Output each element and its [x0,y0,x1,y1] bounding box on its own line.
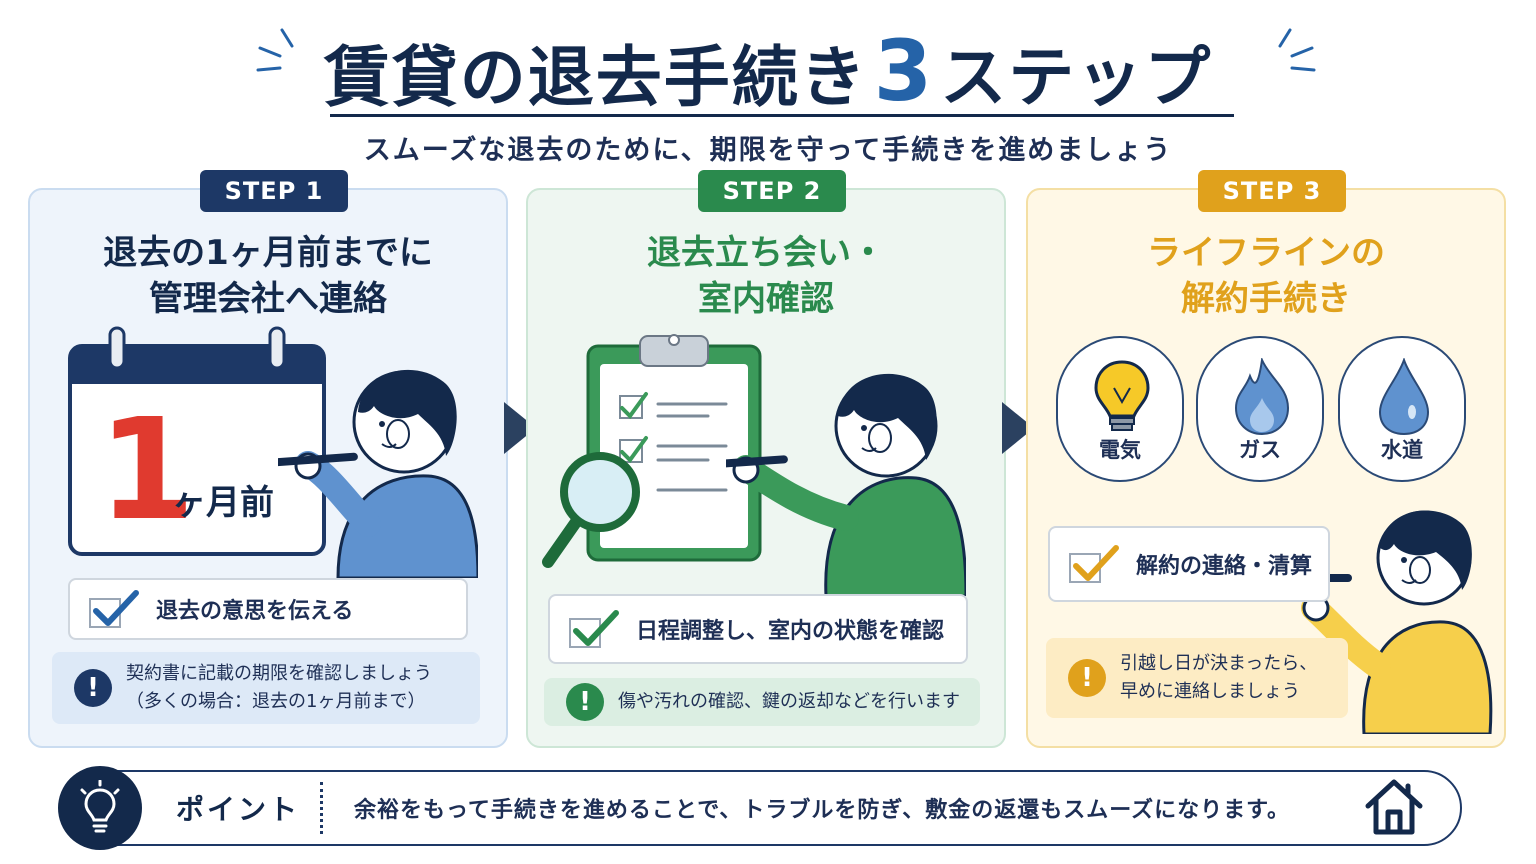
step-3-heading: ライフラインの 解約手続き [1028,230,1504,322]
utility-label-water: 水道 [1381,438,1423,462]
person-writing-illustration [278,369,478,578]
utility-label-electricity: 電気 [1099,438,1141,462]
step-1-note: ! 契約書に記載の期限を確認しましょう （多くの場合：退去の1ヶ月前まで） [52,652,480,724]
step-1-checklist-item: 退去の意思を伝える [68,578,468,640]
step-2-check-label: 日程調整し、室内の状態を確認 [636,619,945,644]
step-2-card: STEP 2 退去立ち会い・ 室内確認 [526,170,1006,748]
step-1-card: STEP 1 退去の1ヶ月前までに 管理会社へ連絡 1 ヶ月前 退去の意思を伝え… [28,170,508,748]
lightbulb-icon [80,780,120,833]
point-divider [320,782,323,834]
person-writing-illustration [726,373,966,596]
step-3-note: ! 引越し日が決まったら、 早めに連絡しましょう [1046,638,1348,718]
house-icon [1365,779,1423,835]
utility-label-gas: ガス [1239,438,1281,462]
step-3-note-line1: 引越し日が決まったら、 [1120,653,1318,674]
step-3-card: STEP 3 ライフラインの 解約手続き 電気 ガス 水道 [1026,170,1506,748]
utility-electricity: 電気 [1056,336,1184,482]
calendar-icon: 1 ヶ月前 [68,326,326,556]
checkmark-icon [89,590,139,628]
sparkle-lines-icon [1278,28,1316,72]
exclamation-icon: ! [566,683,604,721]
step-3-badge: STEP 3 [1198,170,1346,212]
step-3-note-line2: 早めに連絡しましょう [1120,681,1300,702]
step-1-badge: STEP 1 [200,170,348,212]
title-underline [330,114,1234,117]
checkmark-icon [569,610,619,648]
water-drop-icon [1378,358,1430,436]
step-1-note-line1: 契約書に記載の期限を確認しましょう [126,663,432,684]
step-arrow-icon [1002,402,1034,454]
clipboard-checklist-icon [542,334,762,568]
step-1-heading-line2: 管理会社へ連絡 [149,279,387,319]
step-3-check-label: 解約の連絡・清算 [1136,554,1313,579]
step-1-check-label: 退去の意思を伝える [156,599,354,624]
point-lightbulb-badge [58,766,142,850]
step-1-note-line2: （多くの場合：退去の1ヶ月前まで） [126,691,426,712]
step-2-heading-line2: 室内確認 [698,279,834,319]
exclamation-icon: ! [1068,659,1106,697]
exclamation-icon: ! [74,669,112,707]
calendar-unit: ヶ月前 [172,483,274,523]
step-2-heading: 退去立ち会い・ 室内確認 [528,230,1004,322]
step-3-heading-line1: ライフラインの [1147,233,1385,273]
utility-gas: ガス [1196,336,1324,482]
step-1-heading: 退去の1ヶ月前までに 管理会社へ連絡 [30,230,506,322]
title-main: 賃貸の退去手続き [323,39,868,116]
calendar-number: 1 [98,389,195,552]
step-3-checklist-item: 解約の連絡・清算 [1048,526,1330,602]
person-writing-illustration [1294,510,1493,734]
step-2-note: ! 傷や汚れの確認、鍵の返却などを行います [544,678,980,726]
lightbulb-icon [1094,360,1150,431]
step-2-badge: STEP 2 [698,170,846,212]
step-3-heading-line2: 解約手続き [1181,279,1351,319]
sparkle-lines-icon [256,28,294,72]
step-2-heading-line1: 退去立ち会い・ [647,233,885,273]
step-arrow-icon [504,402,536,454]
page-title: 賃貸の退去手続き3ステップ [0,22,1536,120]
gas-flame-icon [1234,358,1290,436]
point-banner [62,770,1462,846]
step-2-checklist-item: 日程調整し、室内の状態を確認 [548,594,968,664]
checkmark-icon [1069,545,1119,583]
page-subtitle: スムーズな退去のために、期限を守って手続きを進めましょう [363,135,1173,166]
utility-water: 水道 [1338,336,1466,482]
title-number: 3 [873,22,935,120]
title-suffix: ステップ [940,39,1213,116]
step-1-heading-line1: 退去の1ヶ月前までに [103,233,433,273]
point-label: ポイント [176,793,301,826]
point-text: 余裕をもって手続きを進めることで、トラブルを防ぎ、敷金の返還もスムーズになります… [354,798,1290,823]
step-2-note-text: 傷や汚れの確認、鍵の返却などを行います [618,691,960,712]
